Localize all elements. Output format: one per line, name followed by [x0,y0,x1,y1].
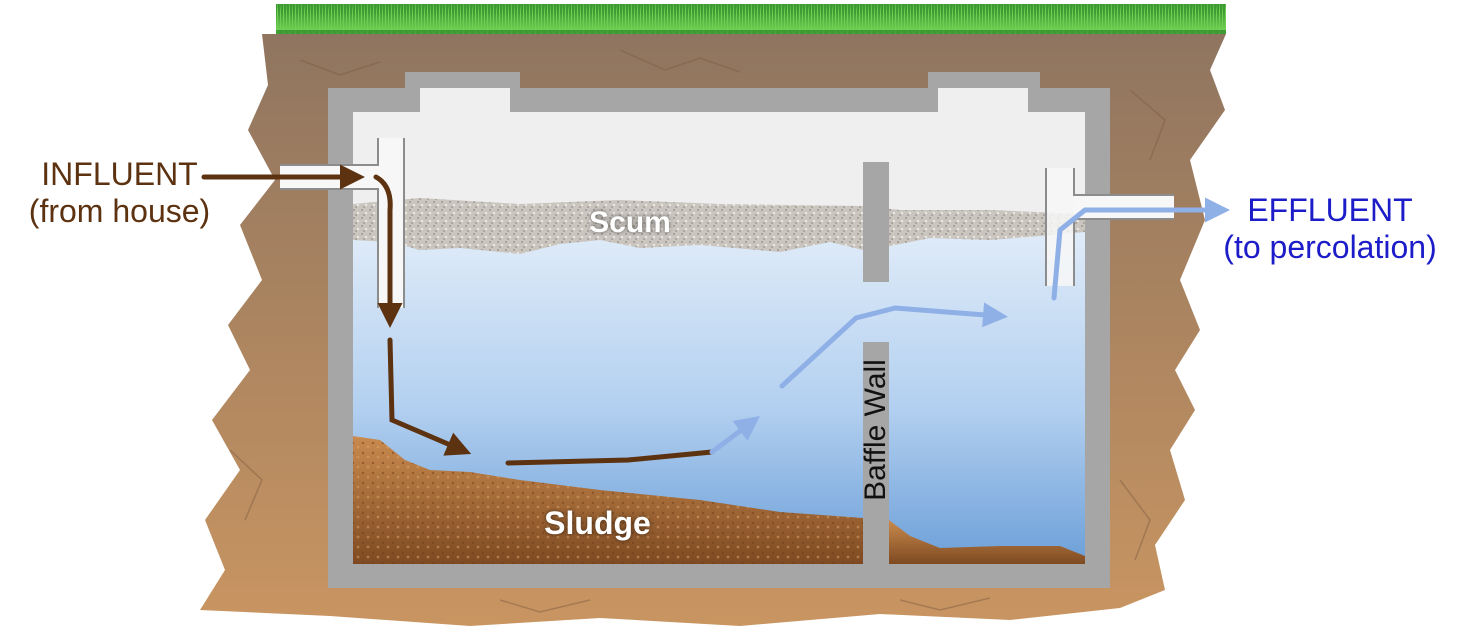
influent-label: INFLUENT (from house) [12,156,227,230]
soil-cracks [229,49,1166,613]
scum-layer [353,198,1085,254]
effluent-label-line2: (to percolation) [1223,228,1437,265]
effluent-label-line1: EFFLUENT [1247,192,1413,228]
effluent-arrow-out [1051,197,1230,301]
effluent-arrow-baffle [779,302,1008,389]
influent-arrow-across [505,449,715,466]
influent-flow [201,164,715,466]
sludge-layer-right [889,520,1085,564]
effluent-arrow-rise [709,416,760,455]
outlet-riser [938,88,1028,116]
influent-label-line1: INFLUENT [41,156,198,192]
influent-arrow-bottom [387,337,472,456]
baffle-wall-lower [863,342,889,588]
scum-label: Scum [589,206,671,239]
effluent-label: EFFLUENT (to percolation) [1205,192,1455,266]
influent-label-line2: (from house) [28,192,211,229]
baffle-wall-upper [863,162,889,282]
baffle-wall-label: Baffle Wall [859,359,892,501]
inlet-riser [420,88,510,116]
effluent-flow [709,197,1230,455]
sludge-label: Sludge [544,505,651,541]
grass [276,4,1226,34]
influent-arrow-down [373,174,403,328]
